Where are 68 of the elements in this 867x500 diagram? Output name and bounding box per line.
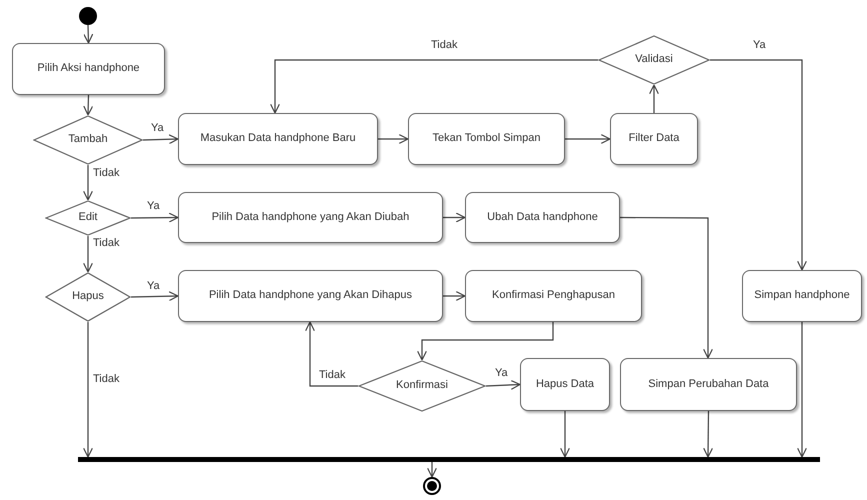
node-label: Pilih Data handphone yang Akan Dihapus — [208, 289, 412, 303]
activity-box — [408, 113, 565, 165]
activity-box — [178, 270, 443, 322]
arrow — [443, 290, 466, 302]
arrow — [83, 24, 94, 44]
arrow — [83, 94, 94, 116]
edge-label: Tidak — [92, 374, 120, 385]
node-label: Hapus Data — [536, 378, 594, 392]
arrow — [796, 322, 808, 458]
start-node — [79, 7, 97, 25]
activity-box — [178, 113, 378, 165]
arrow — [620, 216, 714, 359]
node-label: Tekan Tombol Simpan — [432, 132, 541, 146]
activity-box — [465, 192, 620, 243]
arrow — [710, 59, 808, 271]
edge-label: Ya — [494, 368, 509, 379]
activity-box — [465, 270, 642, 322]
arrow — [82, 236, 94, 273]
arrow — [82, 322, 94, 458]
arrow — [560, 411, 570, 458]
activity-box — [178, 192, 443, 243]
activity-box — [12, 43, 165, 95]
edge-label: Tidak — [92, 168, 120, 179]
node-label: Konfirmasi — [396, 379, 448, 393]
decision-diamond — [598, 35, 710, 85]
arrow — [270, 59, 598, 114]
node-label: Ubah Data handphone — [487, 210, 598, 224]
node-label: Konfirmasi Penghapusan — [492, 289, 615, 303]
node-label: Filter Data — [628, 132, 680, 146]
edge-label: Tidak — [430, 40, 458, 51]
arrow — [304, 321, 358, 387]
arrow — [426, 462, 438, 478]
node-label: Pilih Data handphone yang Akan Diubah — [212, 210, 410, 224]
edge-label: Ya — [752, 40, 767, 51]
node-label: Simpan Perubahan Data — [648, 378, 769, 392]
edge-label: Tidak — [318, 370, 346, 381]
edge-label: Ya — [150, 123, 165, 134]
arrow — [378, 134, 409, 144]
node-label: Validasi — [635, 53, 673, 67]
arrow — [131, 212, 179, 223]
activity-box — [610, 113, 698, 165]
arrow — [565, 134, 611, 144]
node-label: Tambah — [68, 133, 108, 147]
edge-label: Ya — [146, 281, 161, 292]
arrow — [703, 411, 714, 458]
arrow — [130, 291, 179, 302]
node-label: Hapus — [72, 290, 104, 304]
join-bar — [78, 457, 820, 462]
arrow — [443, 212, 466, 223]
arrow — [648, 84, 660, 113]
arrow — [142, 134, 179, 144]
end-node — [423, 477, 441, 495]
arrow — [486, 380, 521, 390]
node-label: Masukan Data handphone Baru — [200, 132, 356, 146]
decision-diamond — [45, 272, 131, 322]
activity-box — [742, 270, 862, 322]
node-label: Simpan handphone — [754, 289, 850, 303]
edge-label: Ya — [146, 201, 161, 212]
decision-diamond — [45, 200, 131, 236]
activity-box — [620, 358, 797, 411]
node-label: Pilih Aksi handphone — [37, 62, 140, 76]
node-label: Edit — [78, 211, 98, 225]
activity-box — [520, 358, 610, 411]
decision-diamond — [358, 360, 486, 412]
decision-diamond — [33, 115, 143, 165]
arrow — [416, 322, 554, 361]
edge-label: Tidak — [92, 238, 120, 249]
arrow — [82, 165, 94, 201]
